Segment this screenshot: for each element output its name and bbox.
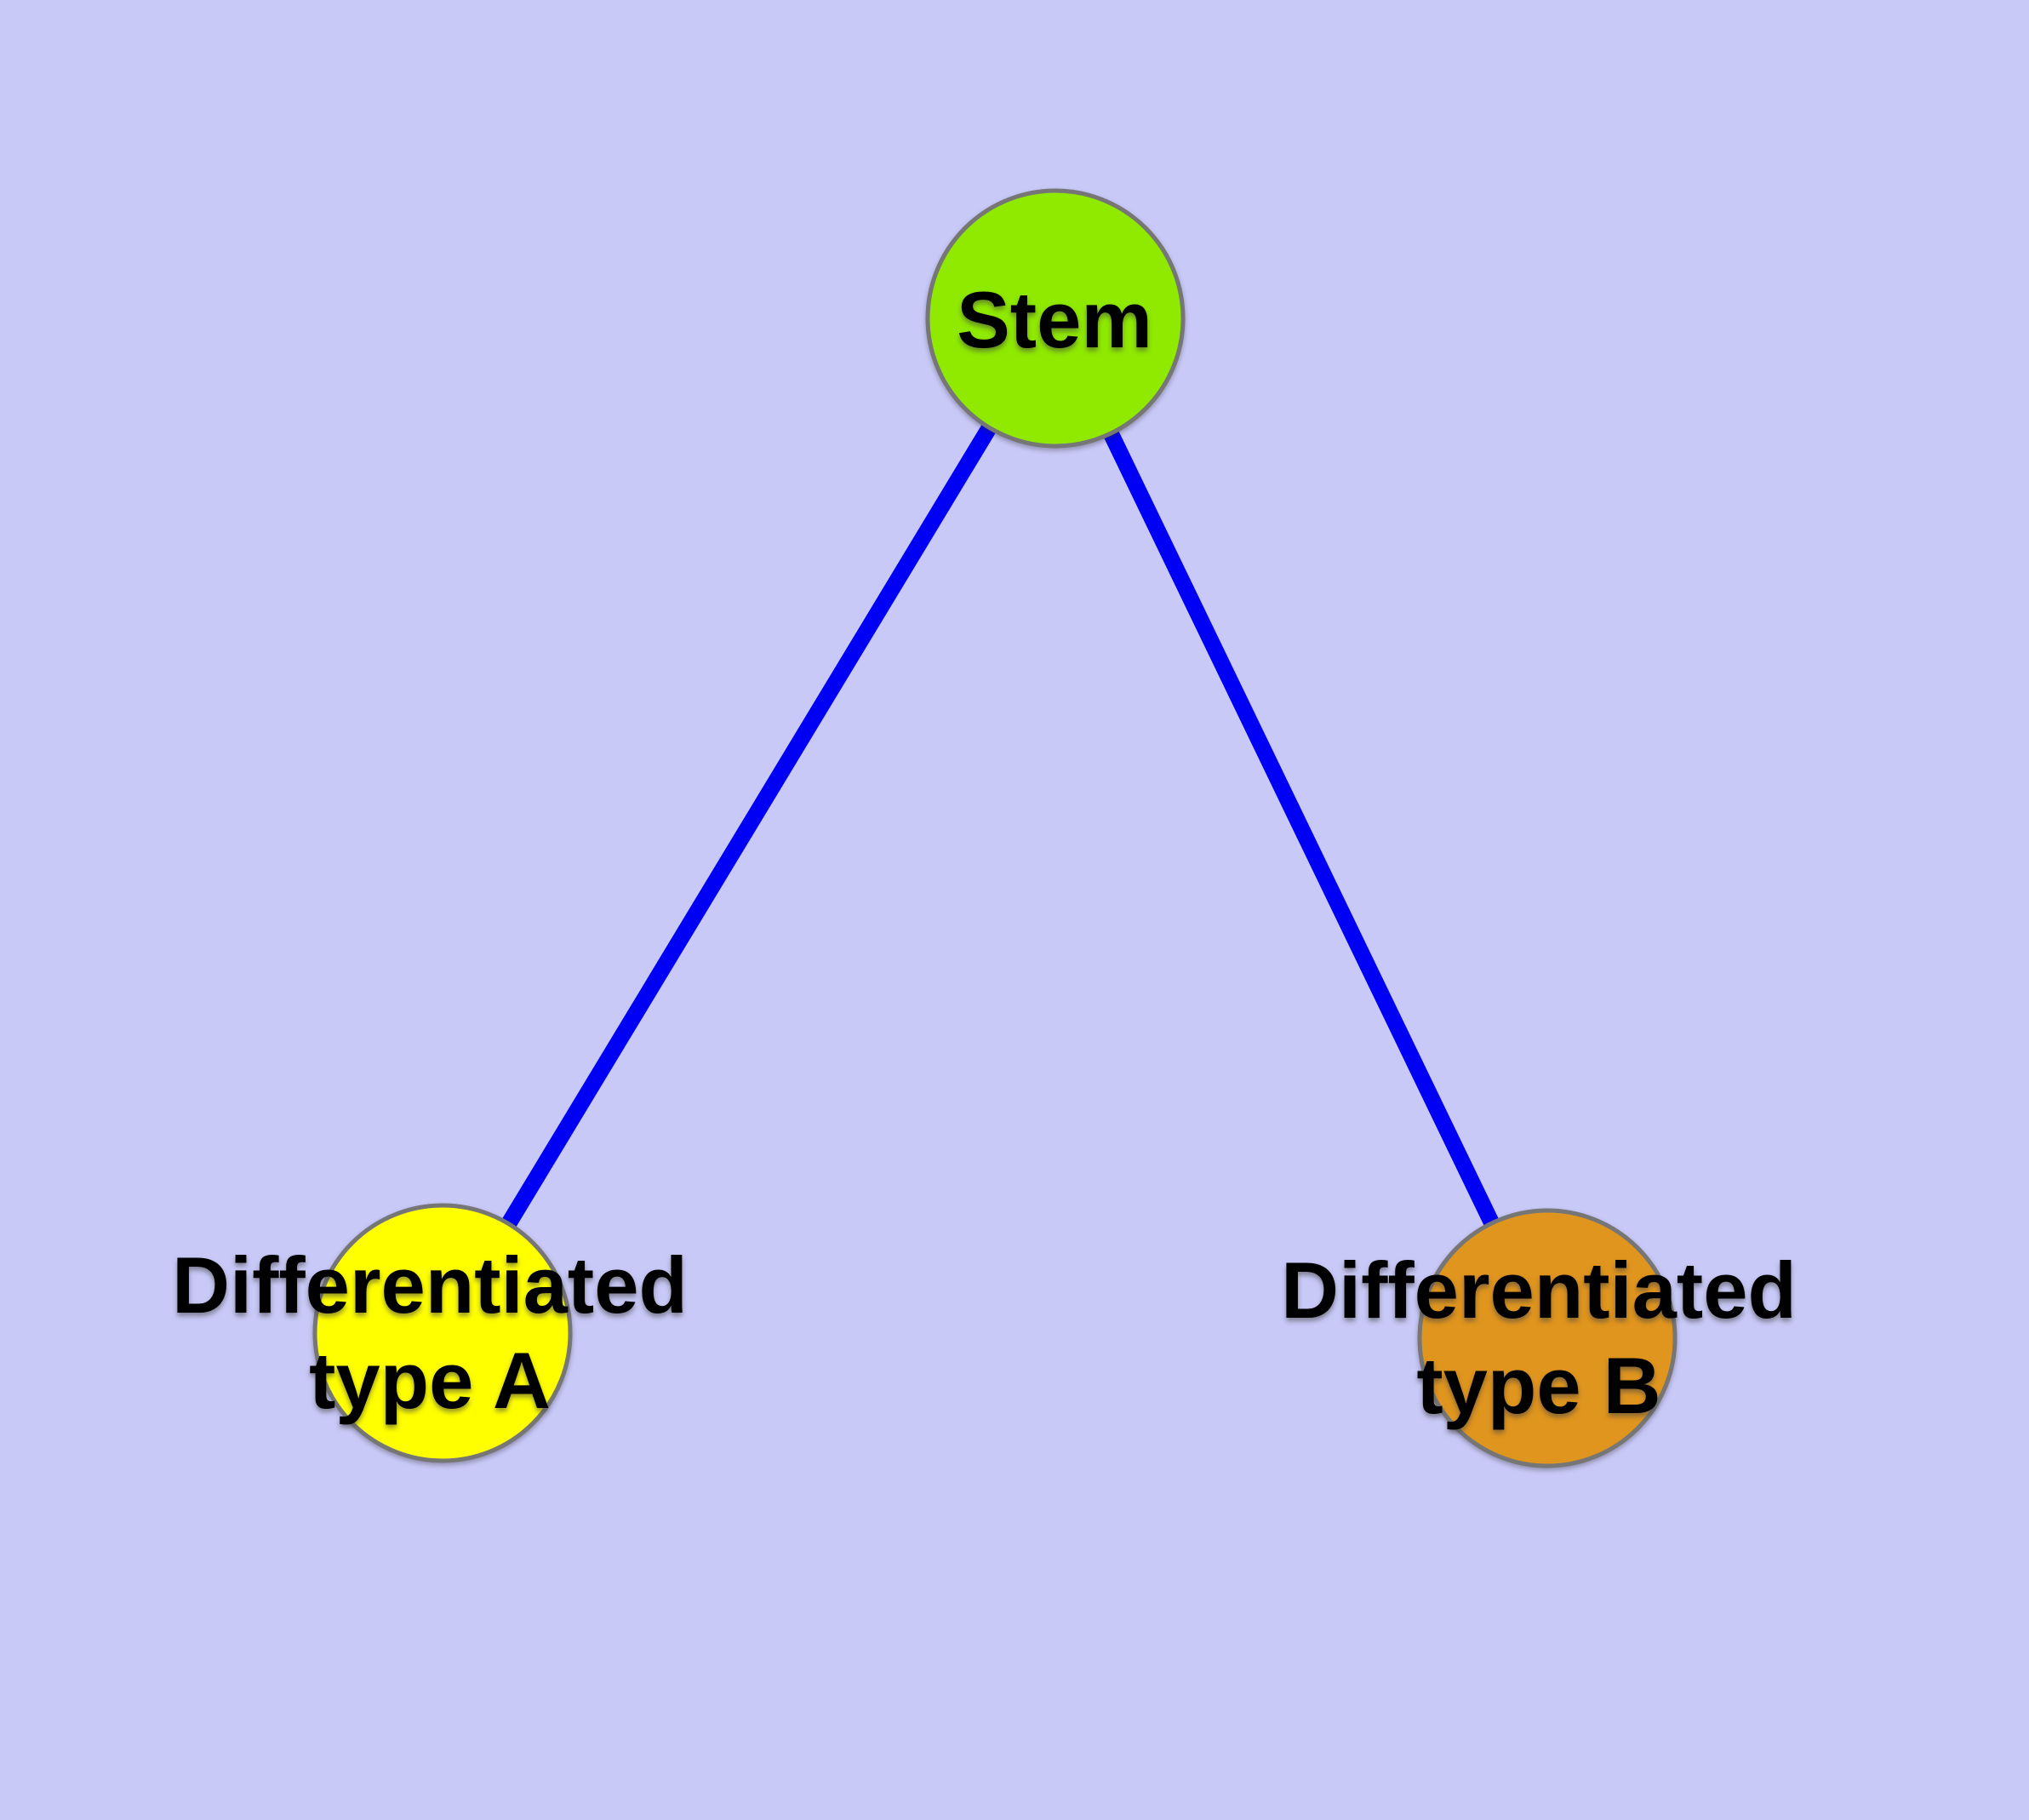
- node-label-stem: Stem: [957, 275, 1152, 364]
- node-label-differentiated-type-b-line2: type B: [1416, 1341, 1661, 1430]
- node-stem: [925, 188, 1186, 449]
- node-label-differentiated-type-b: Differentiated type B: [1281, 1243, 1797, 1434]
- node-differentiated-type-b: [1417, 1208, 1677, 1468]
- node-label-differentiated-type-b-line1: Differentiated: [1281, 1245, 1797, 1335]
- node-label-differentiated-type-a-line2: type A: [309, 1336, 551, 1425]
- node-label-differentiated-type-a-line1: Differentiated: [172, 1240, 688, 1330]
- node-differentiated-type-a: [312, 1203, 573, 1463]
- edge-stem-to-type-a: [435, 314, 1063, 1337]
- edge-stem-to-type-b: [1048, 314, 1555, 1342]
- node-label-differentiated-type-a: Differentiated type A: [172, 1238, 688, 1428]
